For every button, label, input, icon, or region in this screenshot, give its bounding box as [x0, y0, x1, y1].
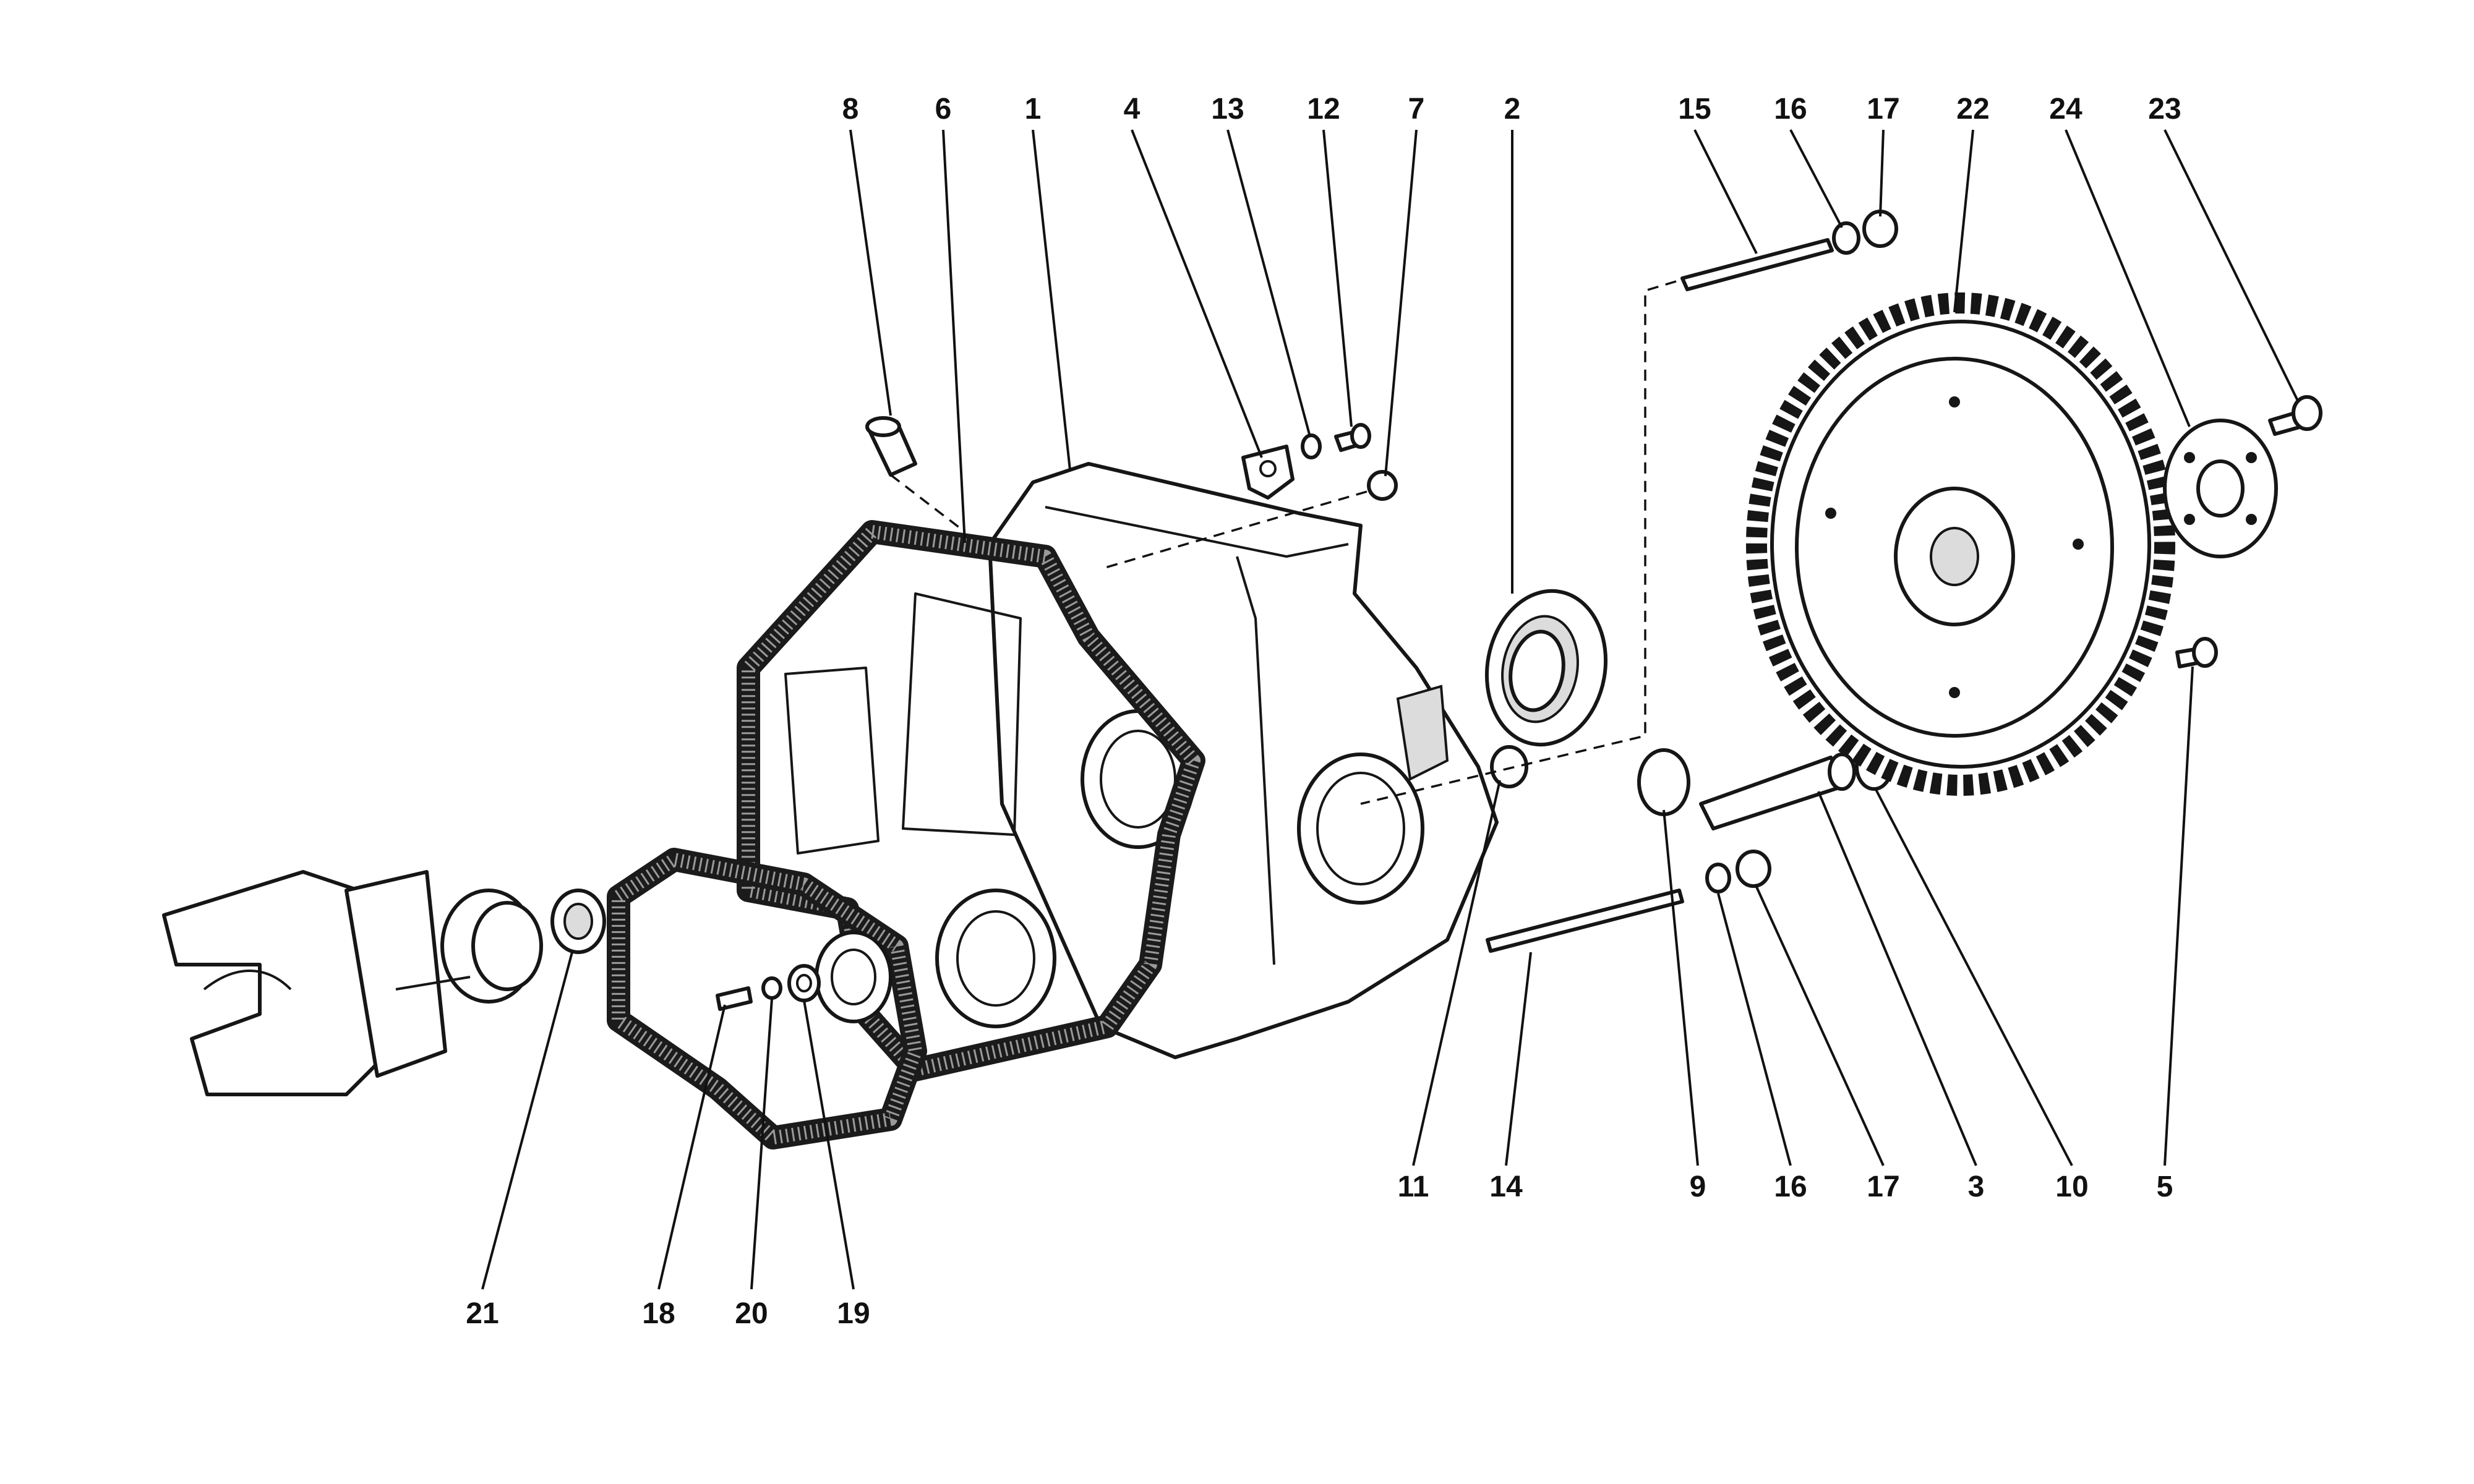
callout-7: 7: [1408, 93, 1425, 126]
crankshaft-seal-21: [550, 889, 606, 954]
cover-screw-18: [716, 986, 753, 1011]
flywheel-housing: [988, 462, 1499, 1059]
callout-22: 22: [1956, 93, 1989, 126]
washer-20: [761, 976, 782, 1000]
callout-4: 4: [1124, 93, 1141, 126]
callout-12: 12: [1307, 93, 1340, 126]
o-ring-9: [1637, 748, 1690, 816]
callout-15: 15: [1678, 93, 1711, 126]
callout-6: 6: [935, 93, 952, 126]
callout-5: 5: [2157, 1171, 2173, 1203]
housing-gasket: [737, 520, 1205, 1081]
washer-19: [787, 964, 821, 1002]
callout-3: 3: [1968, 1171, 1985, 1203]
callout-20: 20: [735, 1297, 768, 1330]
callout-labels: 8 6 1 4 13 12 7 2 15 16 17 22 24 23 11 1…: [466, 93, 2181, 1330]
stud-14: [1486, 889, 1684, 953]
nut-7: [1367, 470, 1398, 501]
callout-14: 14: [1489, 1171, 1523, 1203]
screw-12: [1334, 423, 1371, 452]
assembly-line-plug: [889, 474, 966, 533]
callout-13: 13: [1211, 93, 1244, 126]
callout-19: 19: [837, 1297, 870, 1330]
callout-10: 10: [2055, 1171, 2088, 1203]
nut-17-bottom: [1736, 850, 1771, 888]
o-ring-11: [1490, 745, 1528, 788]
plate-24: [2163, 419, 2278, 558]
callout-18: 18: [642, 1297, 675, 1330]
plug-8: [865, 416, 917, 477]
nut-17-top: [1862, 210, 1898, 248]
bolt-23: [2268, 395, 2322, 436]
bolt-5: [2175, 637, 2218, 668]
cover-gasket: [607, 848, 927, 1149]
washer-16-top: [1832, 221, 1860, 255]
callout-23: 23: [2148, 93, 2181, 126]
flywheel-22: [1746, 292, 2175, 796]
washer-16-bottom: [1705, 863, 1731, 893]
callout-1: 1: [1025, 93, 1042, 126]
callout-9: 9: [1690, 1171, 1706, 1203]
callout-17-top: 17: [1867, 93, 1899, 126]
callout-24: 24: [2049, 93, 2082, 126]
callout-11: 11: [1398, 1171, 1429, 1203]
callout-16-top: 16: [1774, 93, 1807, 126]
oil-seal-2: [1484, 589, 1608, 747]
callout-2: 2: [1504, 93, 1521, 126]
assembly-line-nut: [1100, 490, 1368, 570]
callout-21: 21: [466, 1297, 499, 1330]
callout-8: 8: [842, 93, 859, 126]
washer-13: [1301, 433, 1322, 459]
crankshaft: [162, 870, 543, 1096]
bracket-4: [1241, 445, 1295, 500]
leader-lines: [481, 129, 2299, 1290]
callout-17-bottom: 17: [1867, 1171, 1899, 1203]
stud-15: [1680, 238, 1834, 291]
callout-16-bottom: 16: [1774, 1171, 1807, 1203]
shaft-3: [1699, 753, 1856, 830]
